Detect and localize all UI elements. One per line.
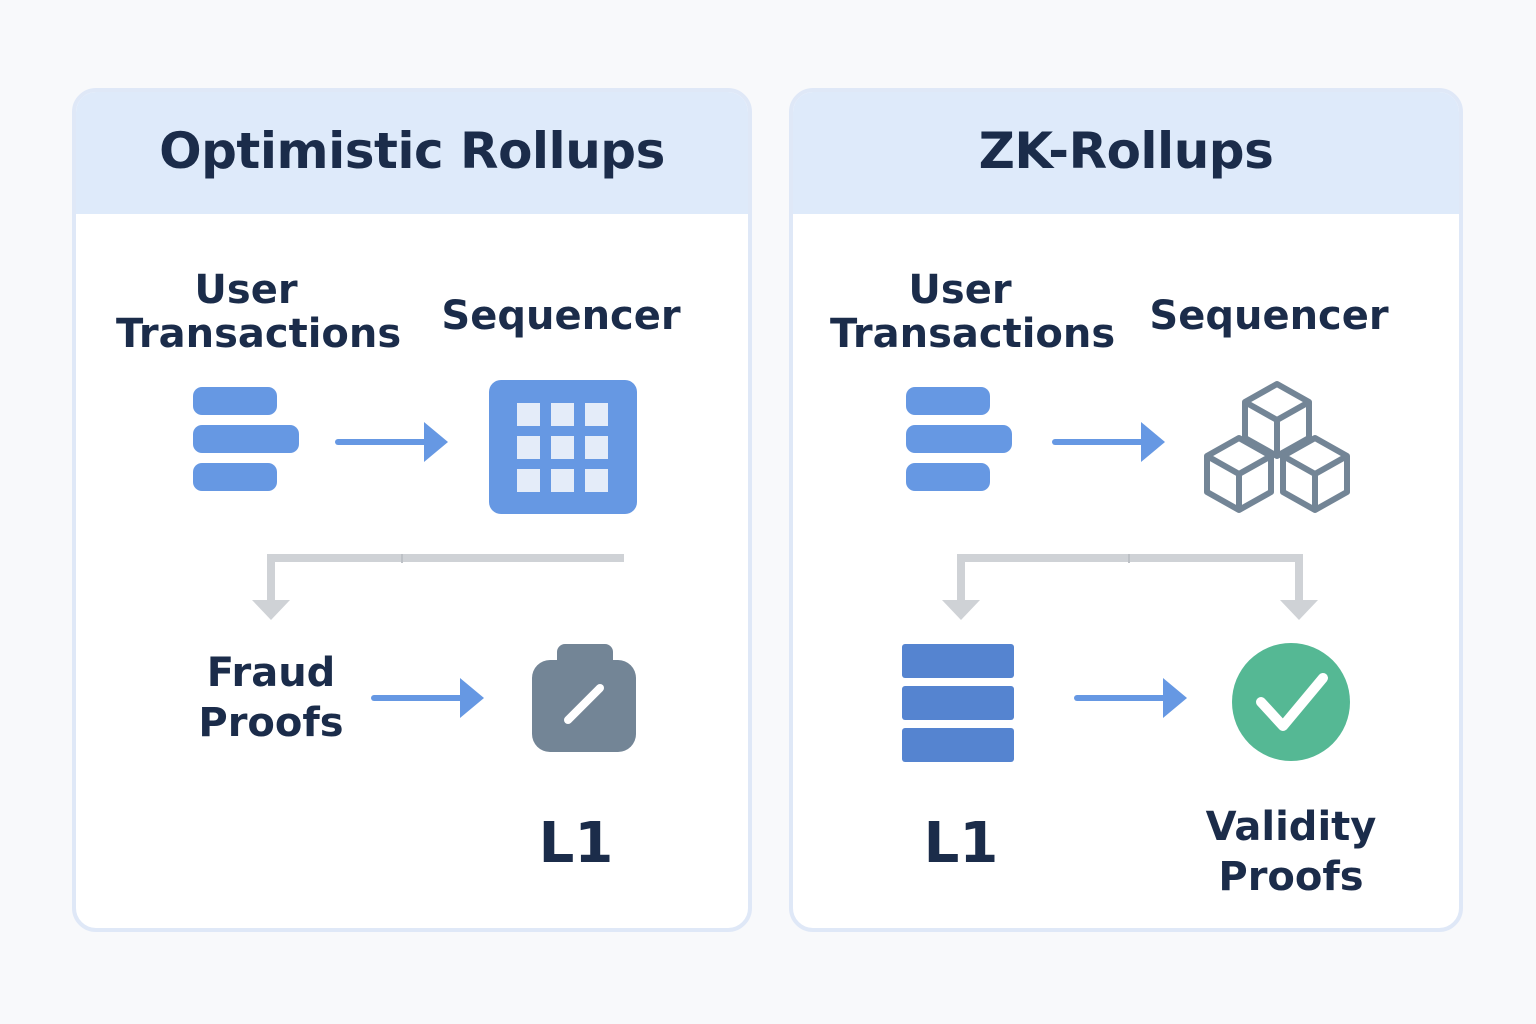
stack-icon <box>906 387 1012 491</box>
clipboard-icon <box>532 644 636 752</box>
connector-icon <box>942 554 1318 620</box>
l1-label: L1 <box>923 811 999 876</box>
optimistic-diagram <box>193 380 637 752</box>
panel-title: Optimistic Rollups <box>159 122 665 180</box>
panel-header: ZK-Rollups <box>793 92 1459 214</box>
user-transactions-label: User Transactions <box>116 267 402 357</box>
arrow-right-icon <box>1074 678 1187 718</box>
arrow-right-icon <box>335 422 448 462</box>
arrow-right-icon <box>371 678 484 718</box>
zk-diagram <box>902 381 1350 762</box>
check-circle-icon <box>1232 643 1350 761</box>
sequencer-label: Sequencer <box>441 293 681 339</box>
sequencer-label: Sequencer <box>1149 293 1389 339</box>
l1-label: L1 <box>538 811 614 876</box>
cubes-icon <box>1204 381 1350 513</box>
stack-icon <box>193 387 299 491</box>
arrow-right-icon <box>1052 422 1165 462</box>
validity-proofs-label: Validity Proofs <box>1205 804 1377 900</box>
optimistic-rollups-panel: Optimistic Rollups User Transactions Seq… <box>72 88 752 932</box>
connector-icon <box>252 554 624 620</box>
fraud-proofs-label: Fraud Proofs <box>198 650 344 746</box>
database-icon <box>902 644 1014 762</box>
panel-title: ZK-Rollups <box>978 122 1274 180</box>
grid-icon <box>489 380 637 514</box>
panel-header: Optimistic Rollups <box>76 92 748 214</box>
zk-rollups-panel: ZK-Rollups User Transactions Sequencer L… <box>789 88 1463 932</box>
user-transactions-label: User Transactions <box>830 267 1116 357</box>
